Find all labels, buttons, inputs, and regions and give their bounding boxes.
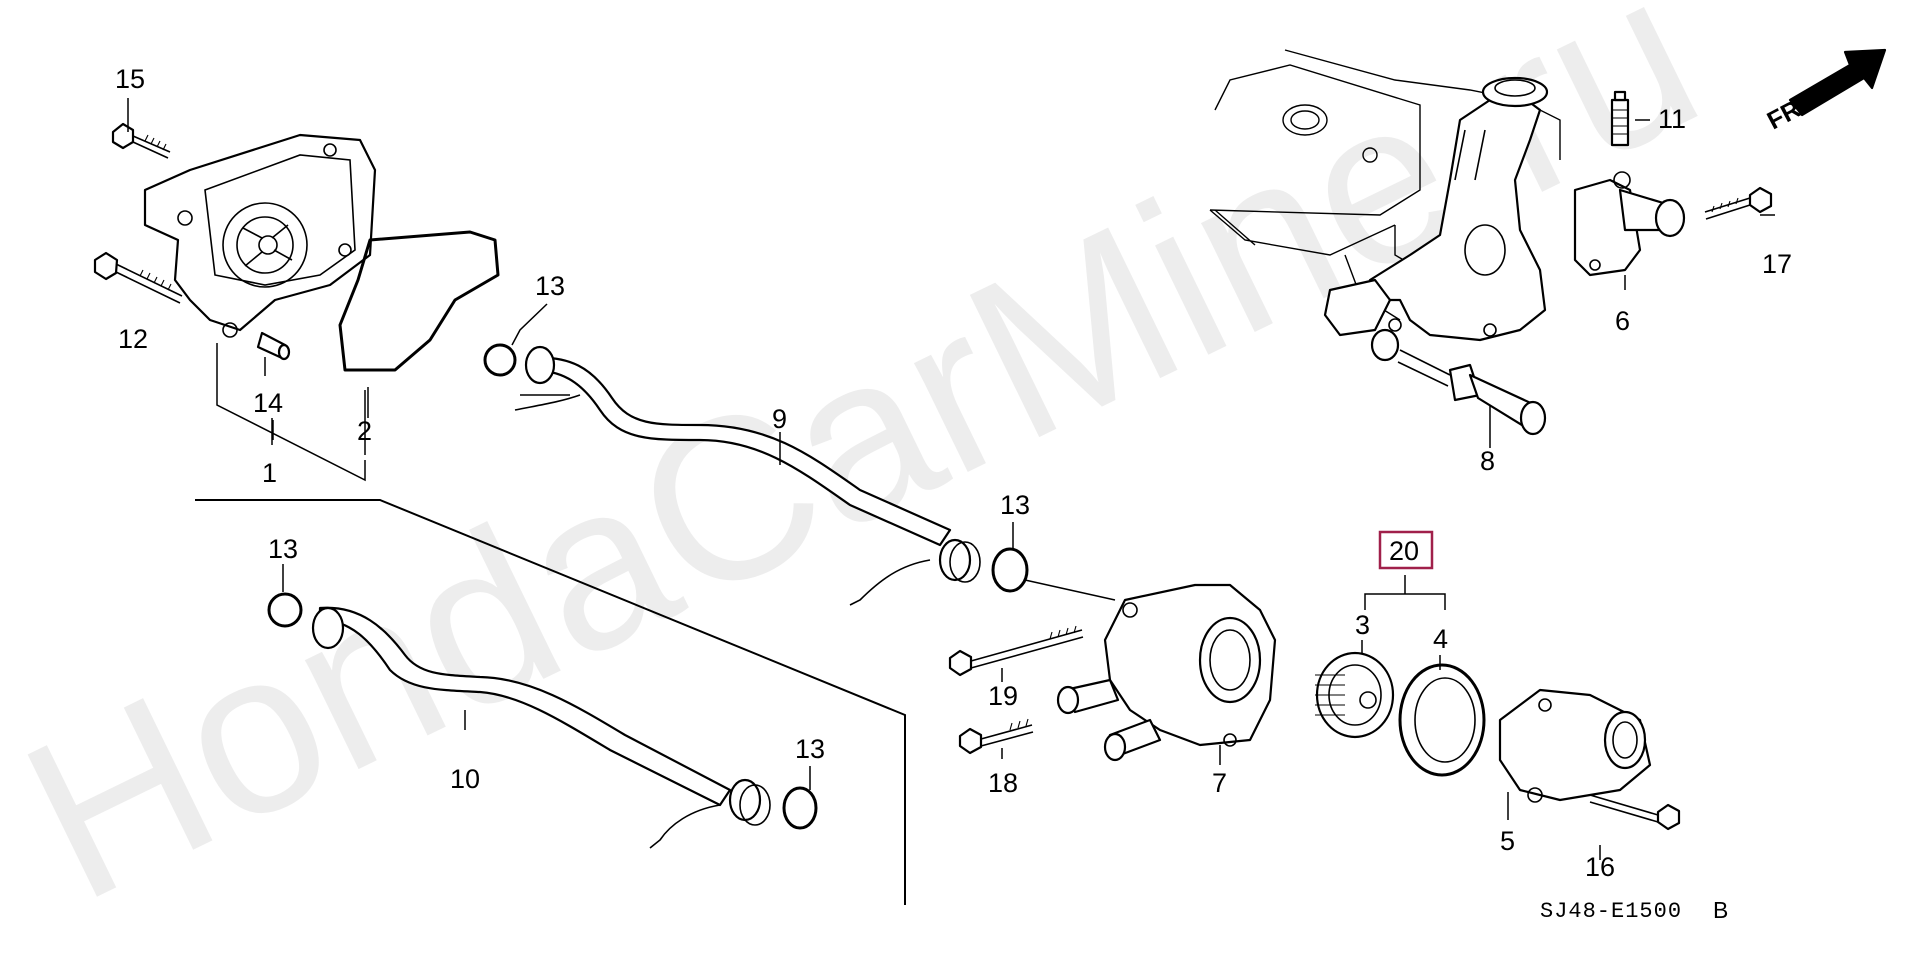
- pump-gasket[interactable]: [338, 230, 500, 372]
- callout-12[interactable]: 12: [118, 324, 148, 354]
- bolt-16[interactable]: [1589, 794, 1681, 831]
- water-outlet-6[interactable]: [1573, 171, 1686, 277]
- diagram-variant: B: [1713, 897, 1728, 923]
- callout-13b[interactable]: 13: [1000, 490, 1030, 520]
- callout-15[interactable]: 15: [115, 64, 145, 94]
- sensor-11[interactable]: [1610, 90, 1630, 147]
- callout-16[interactable]: 16: [1585, 852, 1615, 882]
- callout-19[interactable]: 19: [988, 681, 1018, 711]
- o-ring-13a[interactable]: [483, 343, 517, 377]
- water-pipe-10[interactable]: [311, 606, 771, 849]
- callout-10[interactable]: 10: [450, 764, 480, 794]
- callout-13a[interactable]: 13: [535, 271, 565, 301]
- callout-1[interactable]: 1: [262, 458, 277, 488]
- cylinder-head-housing[interactable]: [1323, 76, 1549, 342]
- water-pump[interactable]: [143, 133, 377, 338]
- highlight-box-20: [1378, 530, 1434, 570]
- front-direction-indicator: FR.: [1763, 48, 1887, 135]
- bolt-19[interactable]: [948, 625, 1084, 677]
- leader-lines: [127, 98, 1775, 860]
- thermostat-housing-7[interactable]: [1056, 583, 1277, 762]
- callout-17[interactable]: 17: [1762, 249, 1792, 279]
- callout-18[interactable]: 18: [988, 768, 1018, 798]
- water-pipe-9[interactable]: [514, 345, 981, 606]
- thermostat-3[interactable]: [1315, 651, 1395, 739]
- callout-7[interactable]: 7: [1212, 768, 1227, 798]
- callout-13c[interactable]: 13: [268, 534, 298, 564]
- callout-4[interactable]: 4: [1433, 624, 1448, 654]
- callout-13d[interactable]: 13: [795, 734, 825, 764]
- callout-8[interactable]: 8: [1480, 446, 1495, 476]
- bolt-17[interactable]: [1704, 186, 1773, 220]
- callout-14[interactable]: 14: [253, 388, 283, 418]
- callout-20[interactable]: 20: [1389, 536, 1419, 566]
- bolt-12[interactable]: [93, 251, 183, 304]
- callout-9[interactable]: 9: [772, 404, 787, 434]
- callout-5[interactable]: 5: [1500, 826, 1515, 856]
- o-ring-13b[interactable]: [991, 547, 1029, 593]
- water-connector-8[interactable]: [1370, 328, 1547, 436]
- dowel-pin-14[interactable]: [256, 331, 291, 361]
- callout-3[interactable]: 3: [1355, 610, 1370, 640]
- bolt-18[interactable]: [958, 718, 1034, 755]
- bolt-15[interactable]: [111, 122, 171, 159]
- callout-2[interactable]: 2: [357, 416, 372, 446]
- callout-6[interactable]: 6: [1615, 306, 1630, 336]
- callout-11[interactable]: 11: [1658, 104, 1686, 134]
- o-ring-13c[interactable]: [267, 592, 303, 628]
- thermostat-gasket-4[interactable]: [1398, 663, 1486, 777]
- o-ring-13d[interactable]: [782, 786, 818, 830]
- callout-numbers: 15 12 14 2 1 13 9 13 13 10 13 19 18 7 20…: [115, 64, 1792, 882]
- diagram-code: SJ48-E1500: [1540, 899, 1682, 924]
- thermostat-cover-5[interactable]: [1498, 688, 1652, 803]
